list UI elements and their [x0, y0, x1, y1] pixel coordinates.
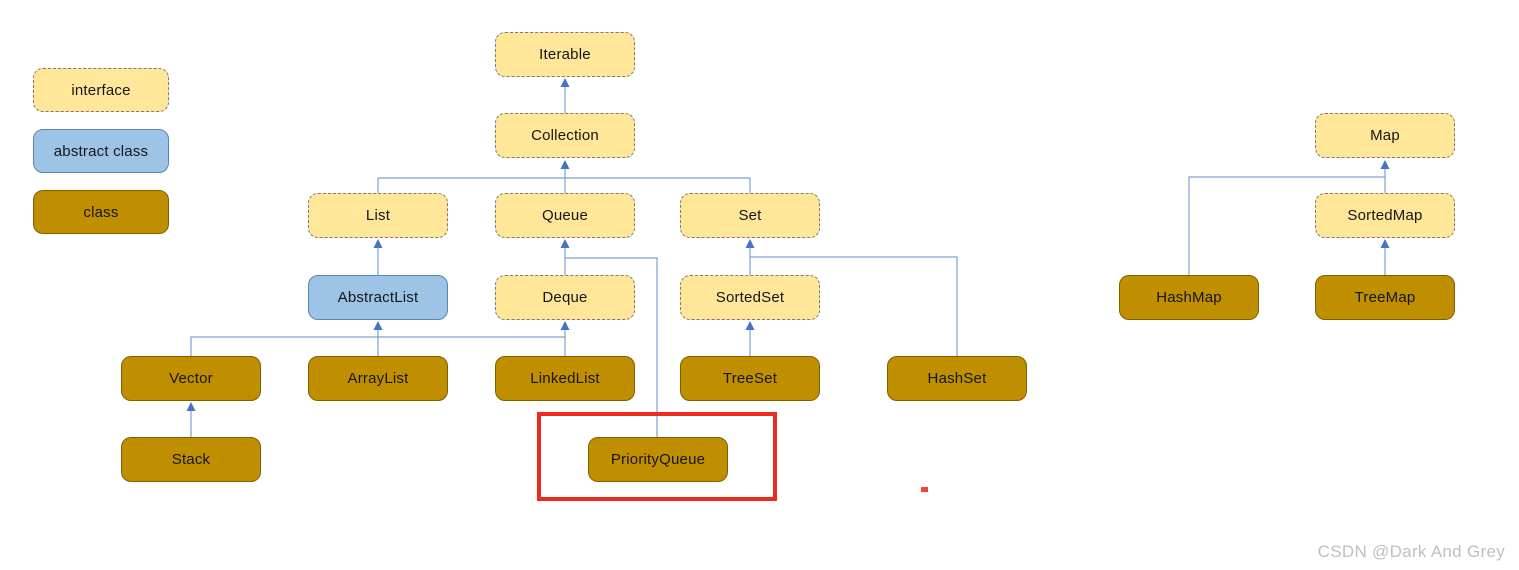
- arrowhead-sortedset-to-set: [745, 239, 755, 248]
- node-iterable: Iterable: [495, 32, 635, 77]
- node-label: List: [365, 207, 391, 224]
- node-hashmap: HashMap: [1119, 275, 1259, 320]
- edge-abstractlist-children-bus: [190, 336, 565, 356]
- arrowhead-abstractlist-to-list: [373, 239, 383, 248]
- highlight-box: [537, 412, 777, 501]
- legend-label: interface: [71, 81, 131, 99]
- legend-item-class: class: [33, 190, 169, 234]
- node-label: Map: [1370, 127, 1400, 144]
- node-map: Map: [1315, 113, 1455, 158]
- legend-label: abstract class: [53, 142, 149, 160]
- node-stack: Stack: [121, 437, 261, 482]
- node-label: Deque: [542, 289, 588, 306]
- node-label: HashSet: [927, 370, 987, 387]
- node-label: Queue: [541, 207, 589, 224]
- node-label: Iterable: [539, 46, 591, 63]
- node-sortedmap: SortedMap: [1315, 193, 1455, 238]
- arrowhead-deque-to-queue: [560, 239, 570, 248]
- arrowhead-sortedmap-to-map: [1380, 160, 1390, 169]
- node-label: Vector: [169, 370, 213, 387]
- edge-hashset-to-set: [750, 256, 958, 356]
- node-label: Stack: [171, 451, 211, 468]
- node-label: LinkedList: [530, 370, 600, 387]
- node-label: SortedMap: [1347, 207, 1423, 224]
- node-label: SortedSet: [715, 289, 785, 306]
- node-linkedlist: LinkedList: [495, 356, 635, 401]
- arrowhead-treemap-to-sortedmap: [1380, 239, 1390, 248]
- node-label: AbstractList: [337, 289, 419, 306]
- arrowhead-linkedlist-to-deque: [560, 321, 570, 330]
- node-sortedset: SortedSet: [680, 275, 820, 320]
- node-list: List: [308, 193, 448, 238]
- arrowhead-treeset-to-sortedset: [745, 321, 755, 330]
- edge-priorityqueue-to-queue: [565, 257, 658, 437]
- legend-label: class: [83, 203, 119, 221]
- arrowhead-stack-to-vector: [186, 402, 196, 411]
- node-vector: Vector: [121, 356, 261, 401]
- node-set: Set: [680, 193, 820, 238]
- node-label: Collection: [531, 127, 599, 144]
- node-label: ArrayList: [347, 370, 409, 387]
- legend-item-interface: interface: [33, 68, 169, 112]
- node-treemap: TreeMap: [1315, 275, 1455, 320]
- edge-collection-children-bus: [377, 177, 751, 193]
- node-treeset: TreeSet: [680, 356, 820, 401]
- red-dot-mark: [921, 487, 928, 492]
- node-label: TreeSet: [722, 370, 778, 387]
- arrowhead-collection-to-iterable: [560, 78, 570, 87]
- node-label: PriorityQueue: [610, 451, 706, 468]
- arrowhead-arraylist-to-abstractlist: [373, 321, 383, 330]
- node-collection: Collection: [495, 113, 635, 158]
- watermark-text: CSDN @Dark And Grey: [1317, 542, 1505, 561]
- node-deque: Deque: [495, 275, 635, 320]
- node-queue: Queue: [495, 193, 635, 238]
- node-hashset: HashSet: [887, 356, 1027, 401]
- node-priorityqueue: PriorityQueue: [588, 437, 728, 482]
- arrowhead-queue-to-collection: [560, 160, 570, 169]
- edge-hashmap-to-map: [1188, 176, 1385, 275]
- legend-item-abstract: abstract class: [33, 129, 169, 173]
- node-abstractlist: AbstractList: [308, 275, 448, 320]
- node-label: TreeMap: [1354, 289, 1416, 306]
- node-label: HashMap: [1156, 289, 1222, 306]
- node-arraylist: ArrayList: [308, 356, 448, 401]
- node-label: Set: [738, 207, 762, 224]
